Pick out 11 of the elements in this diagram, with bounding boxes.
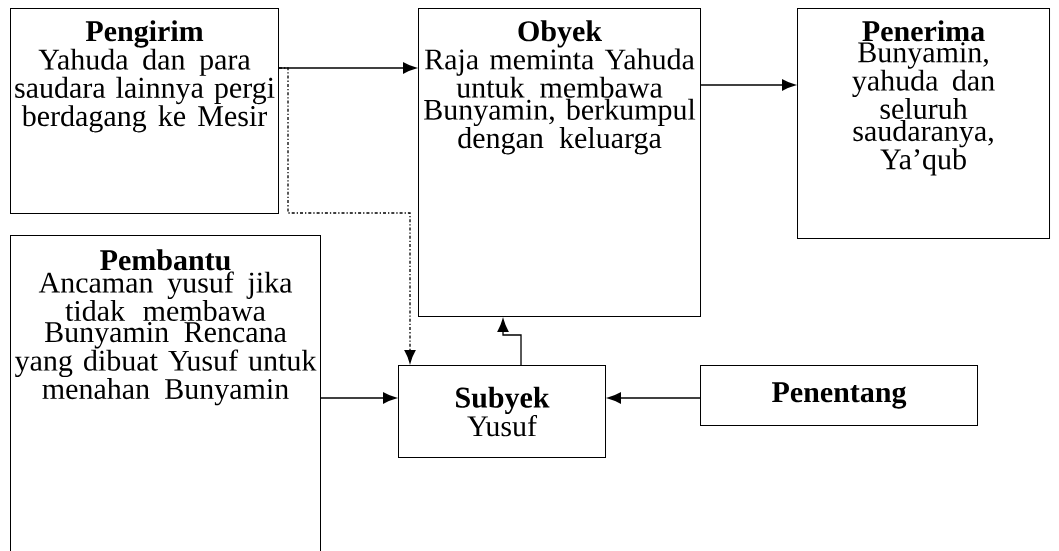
text-box: Penerima Bunyamin, yahuda dan seluruh saudaranya, Ya’qub — [797, 8, 1050, 239]
text-box: Pengirim Yahuda dan para saudara lainnya pergi berdagang ke Mesir — [10, 8, 279, 214]
text-box: Pembantu Ancaman yusuf jika tidak membawa Bunyamin Rencana yang dibuat Yusuf untuk menahan Bunyamin — [10, 235, 321, 551]
arrow — [607, 392, 701, 404]
text-box: Obyek Raja meminta Yahuda untuk membawa Bunyamin, berkumpul dengan keluarga — [418, 8, 701, 317]
arrow — [700, 79, 796, 91]
arrow — [278, 67, 416, 364]
text-box: Subyek Yusuf — [398, 365, 606, 458]
arrow — [497, 318, 522, 366]
arrow — [320, 392, 397, 404]
text-box: Penentang — [700, 365, 978, 426]
